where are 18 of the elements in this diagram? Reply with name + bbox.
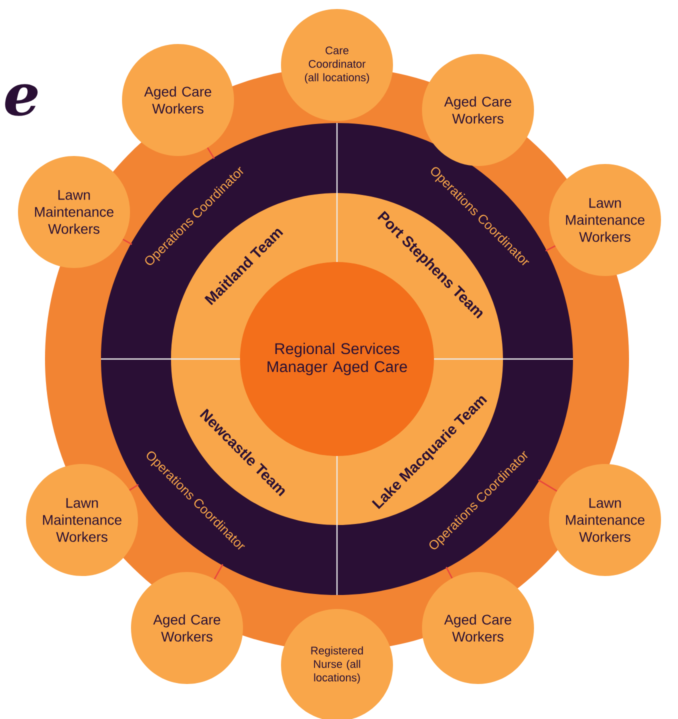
team-bubble: Lawn Maintenance Workers [549,164,661,276]
team-bubble: Aged Care Workers [422,572,534,684]
connector-line [206,147,215,159]
team-bubble: Aged Care Workers [422,54,534,166]
team-bubble: Registered Nurse (all locations) [281,609,393,719]
connector-line [129,484,139,491]
team-bubble: Care Coordinator (all locations) [281,9,393,121]
connector-line [545,245,556,252]
team-bubble: Lawn Maintenance Workers [18,156,130,268]
team-bubble: Lawn Maintenance Workers [549,464,661,576]
connector-line [214,564,224,580]
team-bubble: Aged Care Workers [122,44,234,156]
connector-line [122,238,132,245]
connector-line [538,479,558,492]
connector-line [446,566,453,579]
team-bubble: Aged Care Workers [131,572,243,684]
team-bubble: Lawn Maintenance Workers [26,464,138,576]
title-fragment: e [5,84,38,116]
